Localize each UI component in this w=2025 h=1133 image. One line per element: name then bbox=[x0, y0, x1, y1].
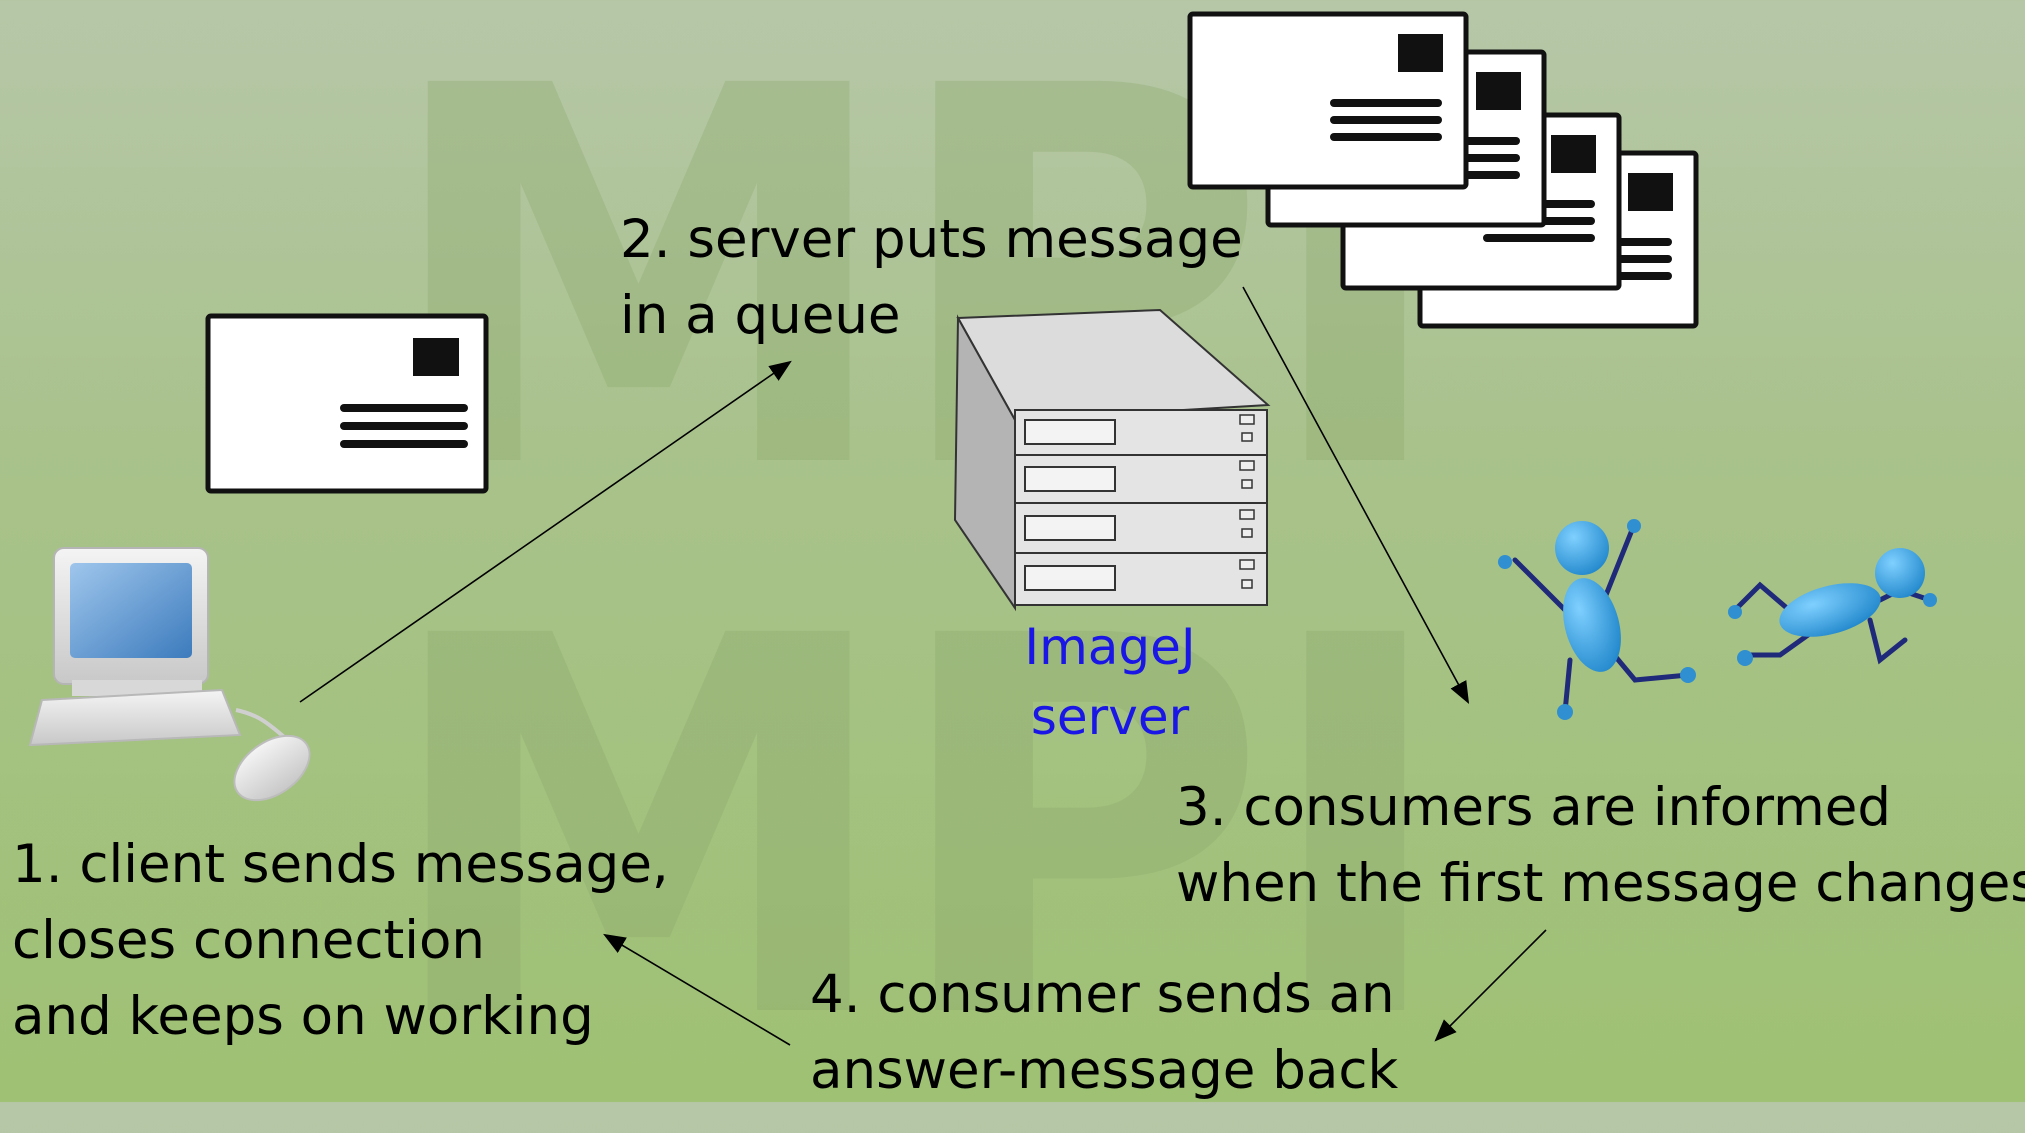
server-rack-icon bbox=[953, 308, 1271, 612]
step4-line1: 4. consumer sends an bbox=[810, 964, 1395, 1025]
arrow-queue-to-consumers bbox=[1242, 286, 1470, 704]
step2-line2: in a queue bbox=[620, 285, 901, 346]
step1-label: 1. client sends message, closes connecti… bbox=[12, 827, 669, 1055]
running-figure-icon bbox=[1498, 519, 1937, 720]
arrow-consumer-answer bbox=[1434, 929, 1547, 1042]
step1-line1: 1. client sends message, bbox=[12, 834, 669, 895]
step3-label: 3. consumers are informed when the first… bbox=[1176, 770, 2025, 922]
step1-line2: closes connection bbox=[12, 910, 485, 971]
step2-line1: 2. server puts message bbox=[620, 209, 1243, 270]
arrow-answer-to-client bbox=[603, 933, 791, 1046]
server-label: ImageJ server bbox=[1010, 612, 1210, 752]
server-label-line2: server bbox=[1030, 688, 1190, 746]
step3-line1: 3. consumers are informed bbox=[1176, 777, 1891, 838]
step2-label: 2. server puts message in a queue bbox=[620, 202, 1243, 354]
diagram-graphics bbox=[28, 11, 1937, 1046]
computer-icon bbox=[28, 547, 311, 802]
server-label-line1: ImageJ bbox=[1024, 618, 1196, 676]
arrow-client-to-server bbox=[299, 360, 792, 703]
envelope-icon bbox=[205, 313, 489, 494]
step4-label: 4. consumer sends an answer-message back bbox=[810, 957, 1398, 1109]
step1-line3: and keeps on working bbox=[12, 986, 594, 1047]
watermark-bottom: MPI bbox=[380, 527, 1452, 1133]
envelope-stack-icon bbox=[1187, 11, 1699, 329]
running-figure-bodies bbox=[1555, 521, 1925, 672]
diagram-canvas: MPI MPI bbox=[12, 11, 2025, 1133]
step4-line2: answer-message back bbox=[810, 1040, 1399, 1101]
step3-line2: when the first message changes bbox=[1176, 853, 2025, 914]
